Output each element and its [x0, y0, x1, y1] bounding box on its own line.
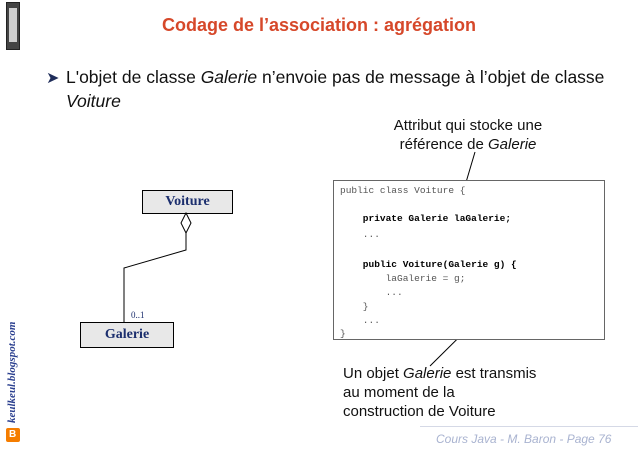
slide-title: Codage de l’association : agrégation — [161, 15, 477, 35]
code-line-11: } — [340, 328, 346, 339]
cc-license-icon — [6, 2, 20, 50]
annotation-bottom-em: Galerie — [403, 365, 452, 382]
code-line-1: public class Voiture { — [340, 185, 466, 196]
annotation-bottom-part2: est transmis — [451, 365, 537, 382]
uml-class-voiture: Voiture — [142, 190, 233, 214]
bullet-em1: Galerie — [200, 67, 258, 87]
footer-text: Cours Java - M. Baron - Page 76 — [436, 432, 612, 446]
annotation-top-line2-em: Galerie — [488, 136, 537, 153]
annotation-bottom-part1: Un objet — [343, 365, 404, 382]
code-line-7: laGalerie = g; — [340, 273, 466, 284]
code-line-6: public Voiture(Galerie g) { — [340, 259, 517, 270]
annotation-constructor: Un objet Galerie est transmis au moment … — [343, 364, 593, 421]
annotation-attribute: Attribut qui stocke une référence de Gal… — [368, 116, 568, 154]
annotation-top-line2: référence de Galerie — [368, 135, 568, 154]
uml-class-galerie: Galerie — [80, 322, 174, 348]
annotation-top-line2-text: référence de — [399, 136, 489, 153]
annotation-bottom-line1: Un objet Galerie est transmis — [343, 364, 593, 383]
bullet-em2: Voiture — [66, 91, 121, 111]
uml-multiplicity: 0..1 — [131, 310, 145, 320]
bullet-arrow-icon: ➤ — [46, 70, 60, 87]
aggregation-diamond — [180, 211, 192, 235]
code-line-10: ... — [340, 315, 380, 326]
bullet-text: L'objet de classe Galerie n’envoie pas d… — [66, 65, 606, 113]
code-line-8: ... — [340, 287, 403, 298]
bullet-part2: n’envoie pas de message à l’objet de cla… — [257, 67, 605, 87]
annotation-bottom-line2: au moment de la — [343, 384, 455, 401]
bullet-part1: L'objet de classe — [66, 67, 201, 87]
association-line — [123, 233, 187, 322]
footer-divider — [420, 426, 638, 427]
code-block: public class Voiture { private Galerie l… — [333, 180, 605, 340]
code-line-3: private Galerie laGalerie; — [340, 213, 512, 224]
blogger-icon[interactable]: B — [6, 428, 20, 442]
code-line-9: } — [340, 301, 369, 312]
code-line-4: ... — [340, 229, 380, 240]
annotation-bottom-line3: construction de Voiture — [343, 403, 496, 420]
annotation-top-line1: Attribut qui stocke une — [393, 117, 543, 134]
